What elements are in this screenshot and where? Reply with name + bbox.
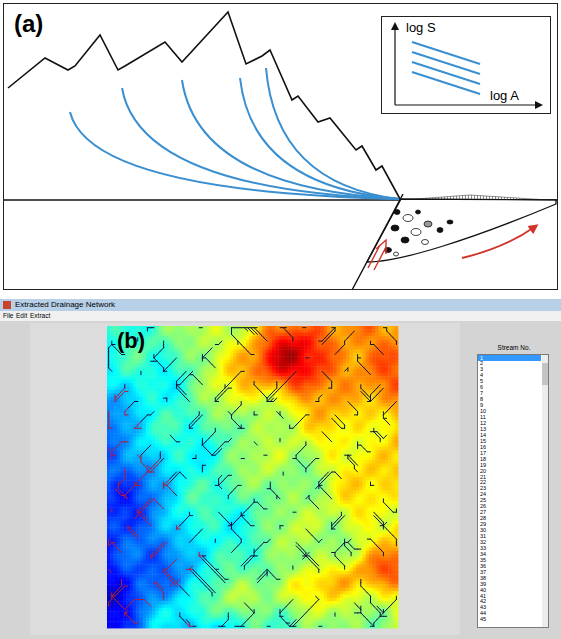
menu-bar bbox=[0, 311, 561, 321]
axis-label: log A bbox=[490, 89, 519, 102]
uplift-arrow bbox=[368, 240, 386, 270]
list-item: 5 bbox=[480, 379, 483, 385]
list-item: 7 bbox=[480, 391, 483, 397]
panel-letter: (a) bbox=[14, 12, 43, 36]
menu-item: Extract bbox=[30, 313, 50, 320]
list-item: 24 bbox=[480, 492, 486, 498]
list-item: 20 bbox=[480, 469, 486, 475]
list-item: 40 bbox=[480, 588, 486, 594]
list-item: 9 bbox=[480, 403, 483, 409]
list-item: 41 bbox=[480, 594, 486, 600]
river-profiles bbox=[70, 68, 399, 199]
fault-line bbox=[352, 194, 403, 290]
elevation-map bbox=[107, 326, 398, 628]
list-item: 16 bbox=[480, 445, 486, 451]
axes-panel bbox=[30, 323, 460, 635]
list-item: 17 bbox=[480, 451, 486, 457]
list-item: 38 bbox=[480, 576, 486, 582]
list-item: 18 bbox=[480, 457, 486, 463]
app-icon bbox=[3, 301, 11, 309]
list-item: 26 bbox=[480, 504, 486, 510]
panel-frame: (a) log S log A bbox=[3, 3, 558, 290]
list-item: 45 bbox=[480, 617, 486, 623]
list-item: 42 bbox=[480, 599, 486, 605]
list-box: Stream No. bbox=[477, 354, 549, 628]
gravel-clasts bbox=[385, 210, 454, 257]
inset-plot: log S log A bbox=[381, 16, 551, 114]
list-item: 32 bbox=[480, 540, 486, 546]
list-item: 28 bbox=[480, 516, 486, 522]
list-item: 37 bbox=[480, 570, 486, 576]
list-item: 6 bbox=[480, 385, 483, 391]
list-item: 33 bbox=[480, 546, 486, 552]
list-item: 34 bbox=[480, 552, 486, 558]
panel-letter: (b) bbox=[117, 330, 145, 352]
menu-item: Edit bbox=[16, 313, 27, 320]
list-item: 44 bbox=[480, 611, 486, 617]
list-item: 27 bbox=[480, 510, 486, 516]
list-item: 2 bbox=[480, 361, 483, 367]
list-item: 13 bbox=[480, 427, 486, 433]
list-item: 3 bbox=[480, 367, 483, 373]
list-item: 19 bbox=[480, 463, 486, 469]
window-title: Extracted Drainage Network bbox=[15, 301, 115, 309]
list-item: 25 bbox=[480, 498, 486, 504]
inset-plot-lines bbox=[395, 24, 541, 105]
window-ground bbox=[0, 299, 561, 639]
list-item: 36 bbox=[480, 564, 486, 570]
list-selection bbox=[478, 355, 541, 361]
list-item: 31 bbox=[480, 534, 486, 540]
list-item: 29 bbox=[480, 522, 486, 528]
list-item: 11 bbox=[480, 415, 486, 421]
list-ground bbox=[477, 354, 549, 628]
transport-arrow bbox=[462, 226, 536, 258]
list-item: 12 bbox=[480, 421, 486, 427]
list-item: 43 bbox=[480, 605, 486, 611]
list-item: 8 bbox=[480, 397, 483, 403]
list-item: 22 bbox=[480, 480, 486, 486]
scroll-bar bbox=[542, 355, 548, 627]
list-heading: Stream No. bbox=[498, 345, 531, 352]
scroll-thumb bbox=[542, 363, 548, 385]
app-window: Extracted Drainage NetworkStream No. bbox=[0, 299, 561, 639]
title-bar bbox=[0, 299, 561, 311]
list-item: 23 bbox=[480, 486, 486, 492]
list-item: 30 bbox=[480, 528, 486, 534]
menu-item: File bbox=[3, 313, 13, 320]
mountain-profile bbox=[8, 12, 400, 199]
app-screenshot bbox=[0, 299, 561, 639]
list-item: 39 bbox=[480, 582, 486, 588]
list-item: 21 bbox=[480, 475, 486, 481]
axis-label: log S bbox=[406, 21, 436, 34]
list-item: 35 bbox=[480, 558, 486, 564]
list-item: 1 bbox=[480, 356, 483, 362]
list-item: 14 bbox=[480, 433, 486, 439]
list-item: 4 bbox=[480, 373, 483, 379]
mountain-sketch bbox=[4, 12, 557, 290]
drainage-network bbox=[109, 388, 203, 626]
list-item: 15 bbox=[480, 439, 486, 445]
list-item: 10 bbox=[480, 409, 486, 415]
drainage-network bbox=[109, 328, 397, 627]
